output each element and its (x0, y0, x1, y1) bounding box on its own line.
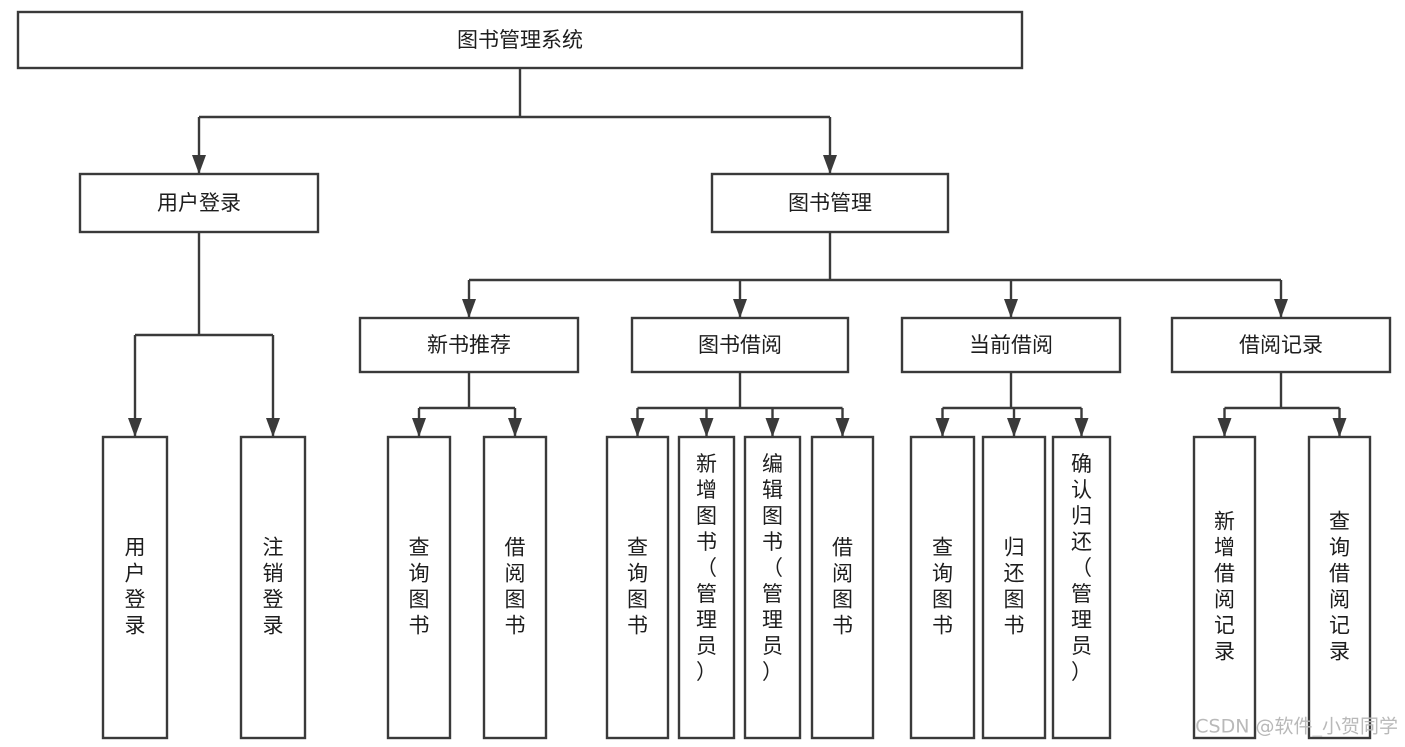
arrow-head-icon (1274, 299, 1288, 318)
node-查询图书[interactable]: 查询图书 (605, 435, 670, 740)
node-label-归还图书: 归还图书 (1004, 536, 1025, 638)
connector-group-user-login (128, 232, 280, 437)
node-box-归还图书[interactable] (981, 435, 1047, 740)
node-label-查询图书: 查询图书 (932, 536, 953, 638)
node-label-查询图书: 查询图书 (409, 536, 430, 638)
node-label-当前借阅: 当前借阅 (969, 333, 1053, 357)
node-注销登录[interactable]: 注销登录 (239, 435, 307, 740)
arrow-head-icon (823, 155, 837, 174)
node-新增借阅记录[interactable]: 新增借阅记录 (1192, 435, 1257, 740)
connector-group-图书借阅 (630, 372, 850, 437)
arrow-head-icon (508, 418, 522, 437)
node-确认归还管理员[interactable]: 确认归还（管理员） (1051, 435, 1112, 740)
arrow-head-icon (765, 418, 780, 437)
node-label-用户登录: 用户登录 (157, 191, 241, 215)
node-box-图书借阅[interactable] (630, 316, 850, 374)
arrow-head-icon (192, 155, 206, 174)
arrow-head-icon (935, 418, 950, 437)
connector-group-当前借阅 (935, 372, 1089, 437)
arrow-head-icon (1074, 418, 1089, 437)
node-label-注销登录: 注销登录 (263, 536, 284, 638)
connector-group-book-manage (462, 232, 1288, 318)
node-box-借阅图书[interactable] (482, 435, 548, 740)
node-查询图书[interactable]: 查询图书 (909, 435, 976, 740)
node-label-图书管理: 图书管理 (788, 191, 872, 215)
node-label-查询图书: 查询图书 (627, 536, 648, 638)
arrow-head-icon (462, 299, 476, 318)
arrow-head-icon (733, 299, 747, 318)
node-label-图书管理系统: 图书管理系统 (457, 28, 583, 52)
node-box-图书管理[interactable] (710, 172, 950, 234)
arrow-head-icon (630, 418, 645, 437)
node-box-用户登录[interactable] (78, 172, 320, 234)
node-box-借阅记录[interactable] (1170, 316, 1392, 374)
node-借阅图书[interactable]: 借阅图书 (810, 435, 875, 740)
arrow-head-icon (128, 418, 142, 437)
arrow-head-icon (1004, 299, 1018, 318)
node-用户登录[interactable]: 用户登录 (101, 435, 169, 740)
node-借阅记录[interactable]: 借阅记录 (1170, 316, 1392, 374)
node-新增图书管理员[interactable]: 新增图书（管理员） (677, 435, 736, 740)
node-图书管理系统[interactable]: 图书管理系统 (16, 10, 1024, 70)
node-label-新增借阅记录: 新增借阅记录 (1214, 510, 1235, 664)
node-box-新增借阅记录[interactable] (1192, 435, 1257, 740)
connector-layer (128, 68, 1347, 437)
node-box-查询图书[interactable] (909, 435, 976, 740)
node-查询图书[interactable]: 查询图书 (386, 435, 452, 740)
node-label-查询借阅记录: 查询借阅记录 (1329, 510, 1350, 664)
connector-group-root (192, 68, 837, 174)
node-label-借阅图书: 借阅图书 (832, 536, 853, 638)
node-box-用户登录[interactable] (101, 435, 169, 740)
node-label-确认归还管理员: 确认归还（管理员） (1071, 452, 1092, 684)
node-box-查询图书[interactable] (386, 435, 452, 740)
node-归还图书[interactable]: 归还图书 (981, 435, 1047, 740)
node-box-编辑图书管理员[interactable] (743, 435, 802, 740)
node-box-确认归还管理员[interactable] (1051, 435, 1112, 740)
connector-group-借阅记录 (1217, 372, 1347, 437)
connector-group-新书推荐 (412, 372, 522, 437)
arrow-head-icon (412, 418, 426, 437)
arrow-head-icon (699, 418, 714, 437)
node-layer: 用户登录图书管理新书推荐图书借阅当前借阅借阅记录用户登录注销登录查询图书借阅图书… (16, 10, 1392, 740)
node-box-图书管理系统[interactable] (16, 10, 1024, 70)
node-box-当前借阅[interactable] (900, 316, 1122, 374)
arrow-head-icon (1332, 418, 1347, 437)
node-box-注销登录[interactable] (239, 435, 307, 740)
node-图书管理[interactable]: 图书管理 (710, 172, 950, 234)
node-新书推荐[interactable]: 新书推荐 (358, 316, 580, 374)
node-label-编辑图书管理员: 编辑图书（管理员） (762, 452, 783, 684)
node-图书借阅[interactable]: 图书借阅 (630, 316, 850, 374)
node-label-新增图书管理员: 新增图书（管理员） (696, 452, 717, 684)
node-label-图书借阅: 图书借阅 (698, 333, 782, 357)
node-label-用户登录: 用户登录 (125, 536, 146, 638)
arrow-head-icon (1217, 418, 1232, 437)
node-label-新书推荐: 新书推荐 (427, 333, 511, 357)
arrow-head-icon (266, 418, 280, 437)
node-label-借阅图书: 借阅图书 (505, 536, 526, 638)
node-借阅图书[interactable]: 借阅图书 (482, 435, 548, 740)
node-查询借阅记录[interactable]: 查询借阅记录 (1307, 435, 1372, 740)
node-编辑图书管理员[interactable]: 编辑图书（管理员） (743, 435, 802, 740)
node-box-新增图书管理员[interactable] (677, 435, 736, 740)
node-box-查询图书[interactable] (605, 435, 670, 740)
node-box-新书推荐[interactable] (358, 316, 580, 374)
node-用户登录[interactable]: 用户登录 (78, 172, 320, 234)
arrow-head-icon (835, 418, 850, 437)
node-box-查询借阅记录[interactable] (1307, 435, 1372, 740)
arrow-head-icon (1007, 418, 1021, 437)
node-当前借阅[interactable]: 当前借阅 (900, 316, 1122, 374)
csdn-watermark: CSDN @软件_小贺同学 (1195, 716, 1398, 738)
node-label-借阅记录: 借阅记录 (1239, 333, 1323, 357)
node-box-借阅图书[interactable] (810, 435, 875, 740)
